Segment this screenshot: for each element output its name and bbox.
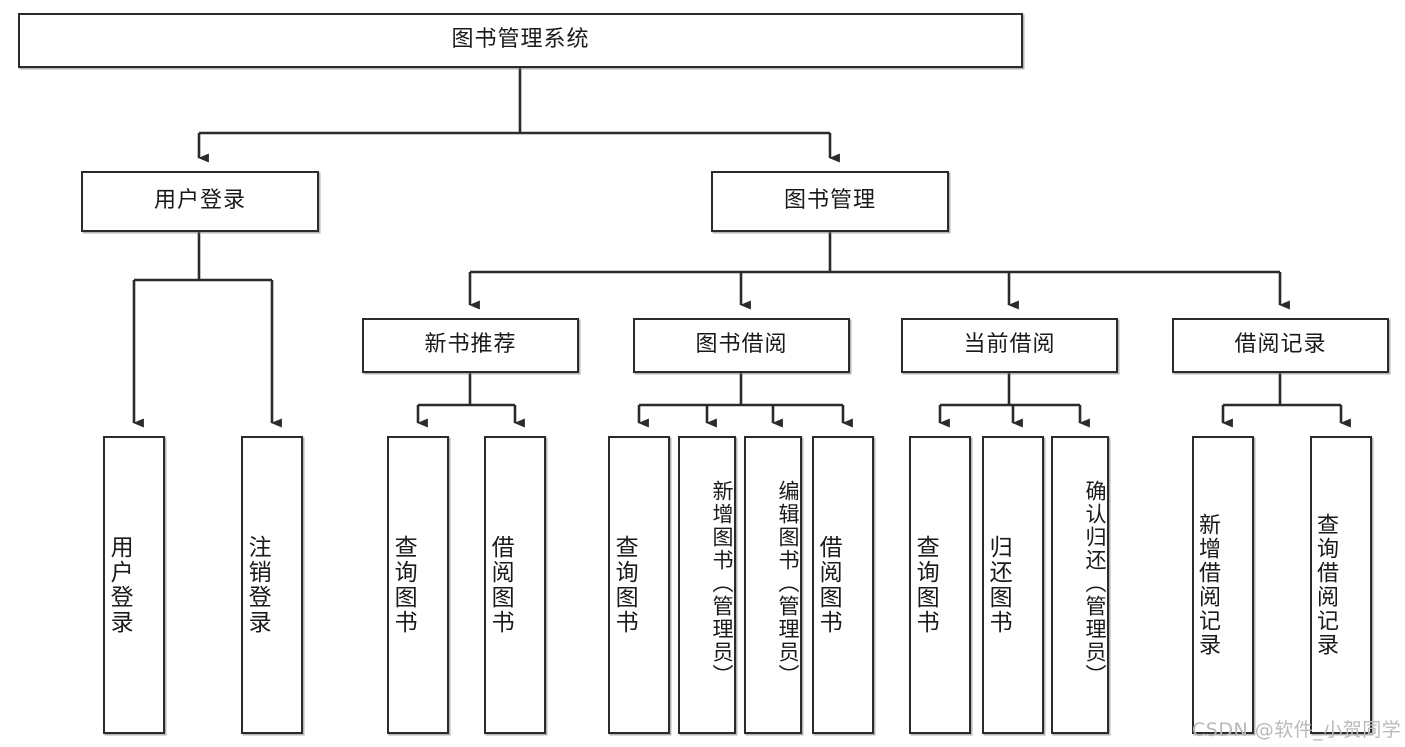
node-borrow-record[interactable]: 借阅记录 [1172,318,1389,373]
node-leaf-query-book-borrow[interactable]: 查询图书 [608,436,670,734]
node-leaf-query-book-rec[interactable]: 查询图书 [387,436,449,734]
node-leaf-confirm-return-label: 确认归还（管理员） [1083,479,1107,687]
node-leaf-borrow-book-rec[interactable]: 借阅图书 [484,436,546,734]
node-leaf-return-book[interactable]: 归还图书 [982,436,1044,734]
node-leaf-query-record[interactable]: 查询借阅记录 [1310,436,1372,734]
node-new-book-recommend-label: 新书推荐 [424,332,517,358]
node-root[interactable]: 图书管理系统 [18,13,1023,68]
node-leaf-user-logout[interactable]: 注销登录 [241,436,303,734]
node-leaf-edit-book[interactable]: 编辑图书（管理员） [744,436,802,734]
node-root-label: 图书管理系统 [451,27,590,53]
node-leaf-user-login-label: 用户登录 [106,535,133,635]
node-current-borrow[interactable]: 当前借阅 [901,318,1118,373]
node-leaf-query-book-cur-label: 查询图书 [912,535,939,635]
node-user-login-label: 用户登录 [153,188,246,214]
node-leaf-return-book-label: 归还图书 [985,535,1012,635]
node-leaf-user-login[interactable]: 用户登录 [103,436,165,734]
node-new-book-recommend[interactable]: 新书推荐 [362,318,579,373]
node-leaf-query-book-rec-label: 查询图书 [390,535,417,635]
node-leaf-add-book-label: 新增图书（管理员） [710,479,734,687]
node-leaf-query-book-cur[interactable]: 查询图书 [909,436,971,734]
node-book-borrow-label: 图书借阅 [695,332,788,358]
node-leaf-borrow-book-label: 借阅图书 [815,535,842,635]
node-leaf-add-book[interactable]: 新增图书（管理员） [678,436,736,734]
node-leaf-edit-book-label: 编辑图书（管理员） [776,479,800,687]
node-user-login[interactable]: 用户登录 [81,171,319,232]
node-leaf-confirm-return[interactable]: 确认归还（管理员） [1051,436,1109,734]
node-leaf-user-logout-label: 注销登录 [244,535,271,635]
node-book-borrow[interactable]: 图书借阅 [633,318,850,373]
node-leaf-borrow-book-rec-label: 借阅图书 [487,535,514,635]
node-current-borrow-label: 当前借阅 [963,332,1056,358]
node-book-manage[interactable]: 图书管理 [711,171,949,232]
node-borrow-record-label: 借阅记录 [1234,332,1327,358]
node-book-manage-label: 图书管理 [783,188,876,214]
node-leaf-add-record-label: 新增借阅记录 [1194,513,1220,657]
node-leaf-borrow-book[interactable]: 借阅图书 [812,436,874,734]
node-leaf-query-record-label: 查询借阅记录 [1312,513,1338,657]
csdn-watermark: CSDN @软件_小贺同学 [1192,719,1402,741]
node-leaf-add-record[interactable]: 新增借阅记录 [1192,436,1254,734]
node-leaf-query-book-borrow-label: 查询图书 [611,535,638,635]
